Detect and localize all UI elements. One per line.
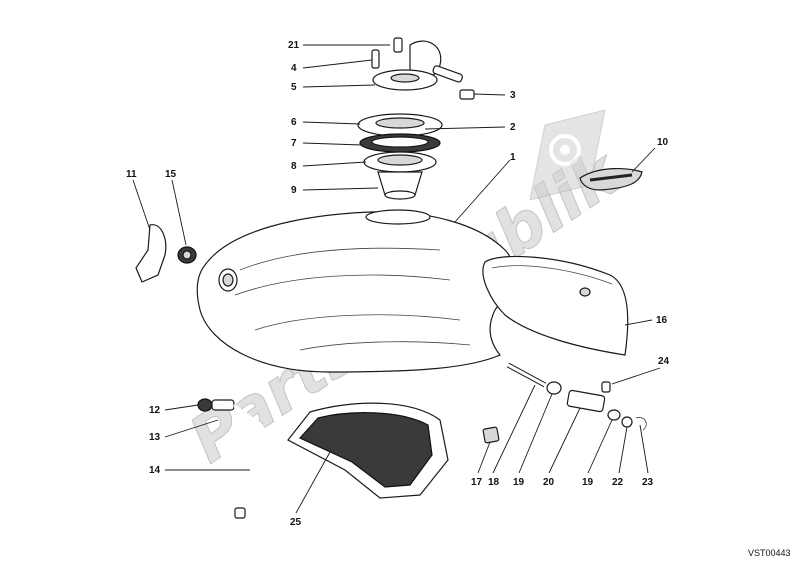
callout-label: 21 <box>288 40 300 51</box>
callout-label: 19 <box>513 477 525 488</box>
callout-label: 11 <box>126 169 137 180</box>
callout-label: 8 <box>291 161 297 172</box>
callout-label: 5 <box>291 82 297 93</box>
callout-label: 2 <box>510 122 516 133</box>
side-panel <box>482 255 629 356</box>
callout-label: 6 <box>291 117 297 128</box>
callout-label: 10 <box>657 137 669 148</box>
callout-label: 25 <box>290 517 302 528</box>
callout-label: 7 <box>291 138 297 149</box>
tank-bottom-cover <box>287 402 449 499</box>
fuel-valve-group <box>482 362 647 444</box>
callout-label: 12 <box>149 405 161 416</box>
callout-label: 24 <box>658 356 670 367</box>
breather-pipe <box>197 398 272 519</box>
tank-bracket <box>135 224 197 283</box>
callout-label: 15 <box>165 169 177 180</box>
callout-label: 4 <box>291 63 297 74</box>
fuel-tank <box>196 209 514 373</box>
callout-label: 23 <box>642 477 654 488</box>
callout-label: 20 <box>543 477 555 488</box>
callout-label: 22 <box>612 477 624 488</box>
leader-lines <box>132 44 661 514</box>
filler-cap-assembly <box>357 37 475 200</box>
callout-labels: 21 4 5 3 6 2 7 8 9 1 10 11 15 16 24 12 1… <box>126 40 670 528</box>
reference-code: VST00443 <box>748 548 791 558</box>
callout-label: 16 <box>656 315 668 326</box>
callout-label: 14 <box>149 465 161 476</box>
callout-label: 3 <box>510 90 516 101</box>
callout-label: 19 <box>582 477 594 488</box>
callout-label: 13 <box>149 432 161 443</box>
callout-label: 1 <box>510 152 516 163</box>
callout-label: 17 <box>471 477 483 488</box>
callout-label: 18 <box>488 477 500 488</box>
tank-decal <box>579 167 643 191</box>
callout-label: 9 <box>291 185 297 196</box>
